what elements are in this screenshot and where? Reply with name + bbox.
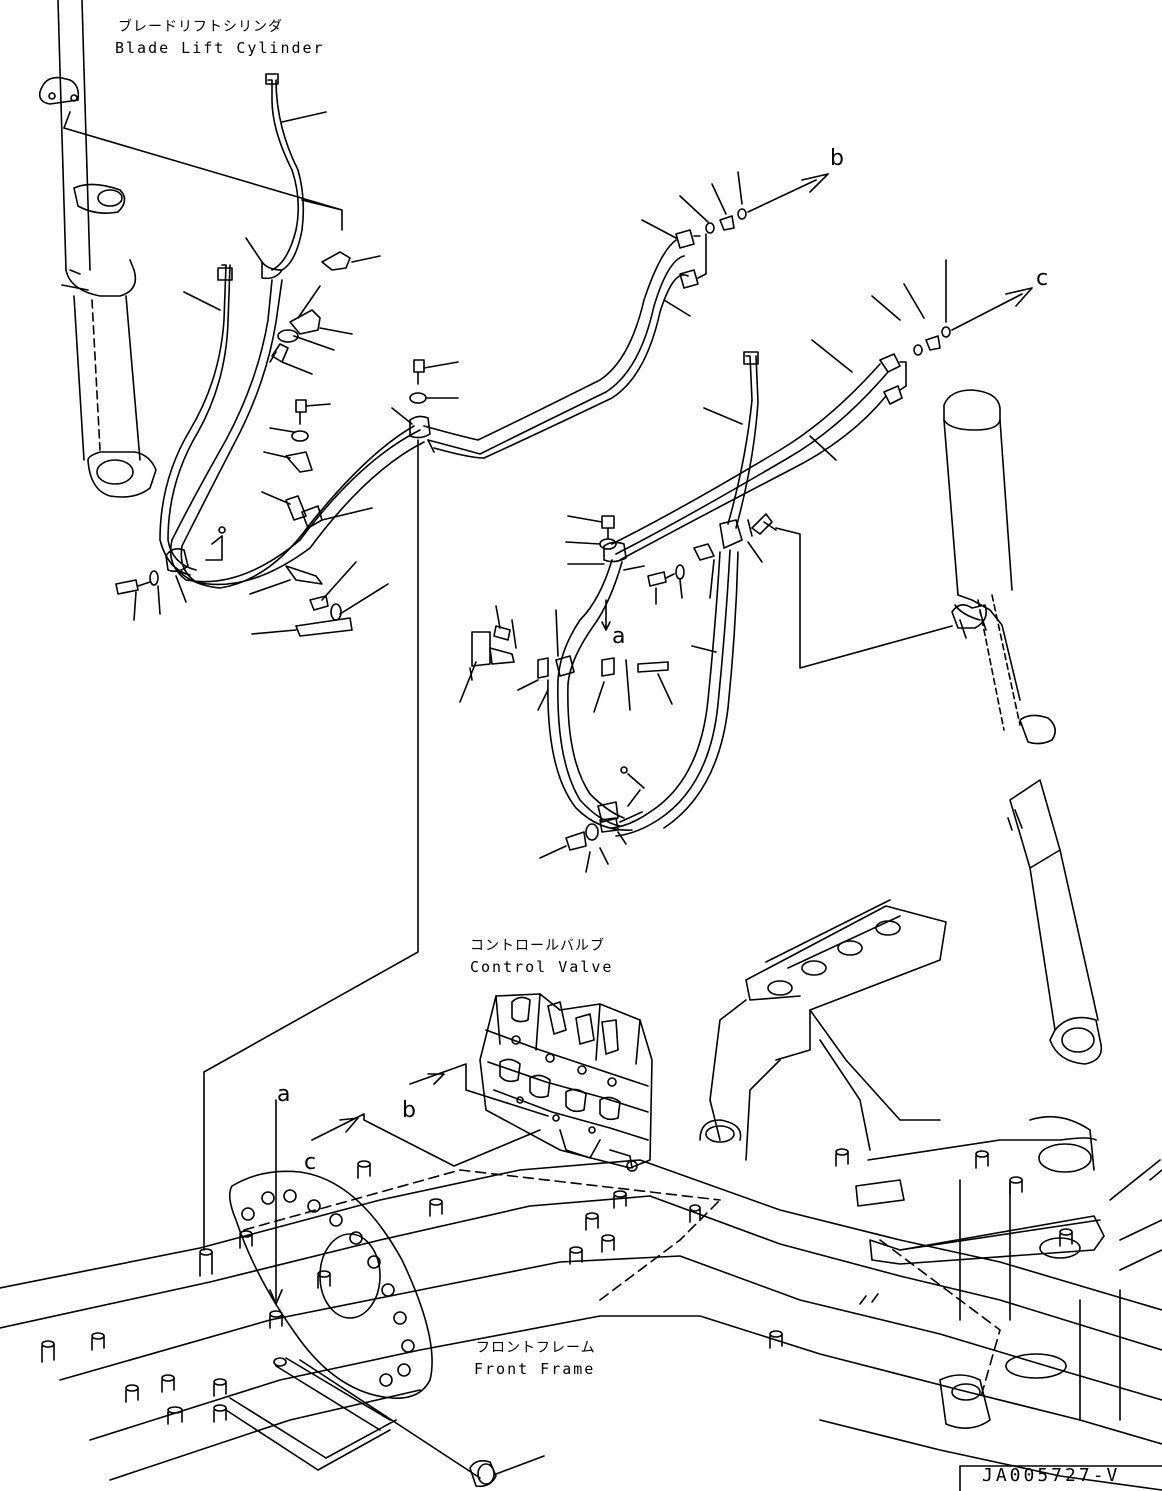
blade-lift-cylinder-label: Blade Lift Cylinder — [115, 39, 325, 57]
front-frame-label: Front Frame — [474, 1360, 596, 1378]
ref-c-bottom: c — [304, 1150, 317, 1175]
hose-to-b — [423, 171, 829, 459]
ref-a-bottom: a — [277, 1082, 291, 1107]
control-valve — [311, 993, 653, 1172]
right-center-hose-group — [459, 259, 1033, 873]
upper-left-hose-group — [63, 73, 459, 637]
drawing-code: JA005727-V — [982, 1465, 1121, 1486]
ref-a-mid: a — [612, 624, 626, 649]
control-valve-label: Control Valve — [470, 958, 614, 976]
frame-bosses — [41, 1148, 1073, 1425]
blade-lift-cylinder-label-jp: ブレードリフトシリンダ — [118, 19, 283, 35]
right-blade-lift-cylinder — [943, 389, 1103, 1065]
ref-c-top: c — [1036, 266, 1049, 291]
front-frame — [0, 899, 1162, 1491]
left-blade-lift-cylinder — [38, 0, 157, 498]
front-frame-label-jp: フロントフレーム — [476, 1340, 596, 1356]
drawing-code-box — [959, 1465, 1162, 1491]
ref-b-top: b — [830, 146, 844, 171]
ref-b-bottom: b — [402, 1098, 416, 1123]
control-valve-label-jp: コントロールバルブ — [470, 938, 605, 954]
